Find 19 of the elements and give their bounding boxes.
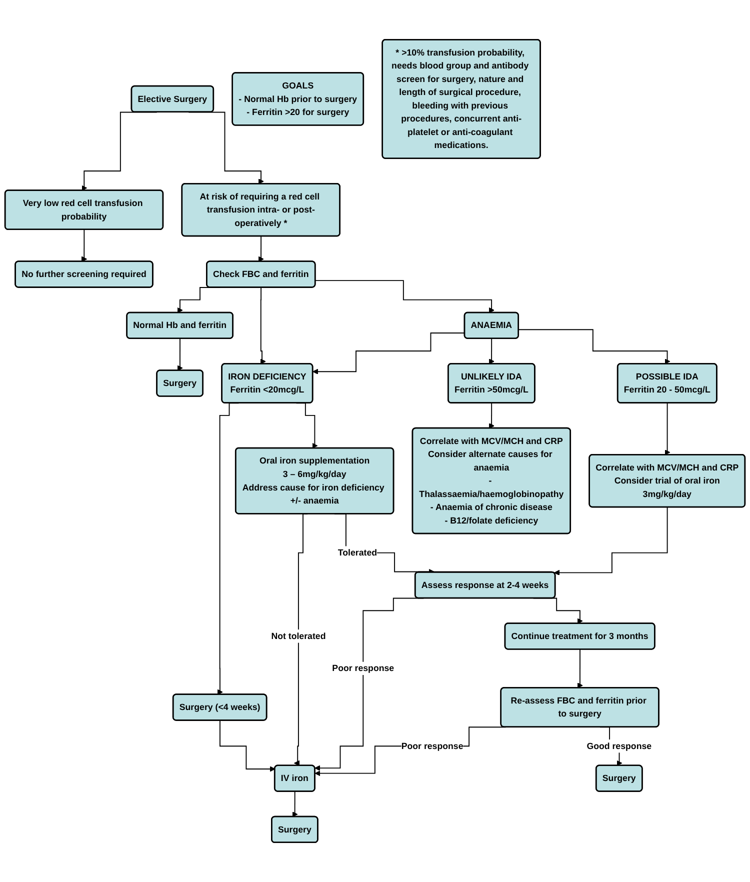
arrow [258,236,264,262]
edge-label: Tolerated [338,547,378,558]
arrow [518,329,670,364]
arrow [314,280,494,314]
edge-label: Good response [586,740,652,751]
edge-label: Not tolerated [271,630,326,641]
arrow [292,791,298,818]
arrow [488,402,494,429]
arrow [488,338,494,364]
arrow [220,720,276,772]
arrow [177,338,183,371]
arrow [664,402,670,456]
arrow [577,648,583,688]
arrow [260,287,266,364]
arrow [81,229,88,262]
edge-label: Poor response [401,740,464,751]
arrow [312,332,466,374]
arrow [554,506,668,576]
edge-label: Poor response [332,663,394,674]
